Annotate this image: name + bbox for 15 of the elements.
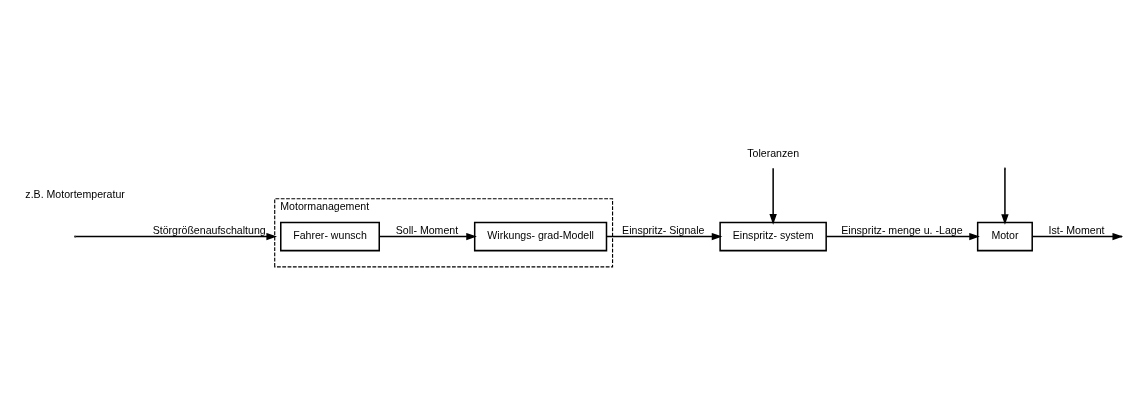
node-box: Wirkungs- grad-Modell bbox=[473, 221, 608, 251]
node-box: Einspritz- system bbox=[719, 221, 827, 251]
arrow bbox=[605, 232, 723, 240]
edge-label: Ist- Moment bbox=[1048, 223, 1105, 236]
arrow bbox=[825, 232, 980, 240]
label: z.B. Motortemperatur bbox=[25, 187, 125, 200]
arrow bbox=[378, 232, 477, 240]
node-box: Fahrer- wunsch bbox=[280, 221, 380, 251]
edge-label: Einspritz- menge u. -Lage bbox=[841, 223, 963, 236]
arrow bbox=[769, 166, 777, 225]
edge-label: Störgrößenaufschaltung bbox=[152, 223, 266, 236]
node-box: Motor bbox=[976, 221, 1033, 251]
node-text: Toleranzen bbox=[747, 146, 800, 159]
edge-label: Einspritz- Signale bbox=[622, 223, 705, 236]
edge-label: Soll- Moment bbox=[395, 223, 459, 236]
